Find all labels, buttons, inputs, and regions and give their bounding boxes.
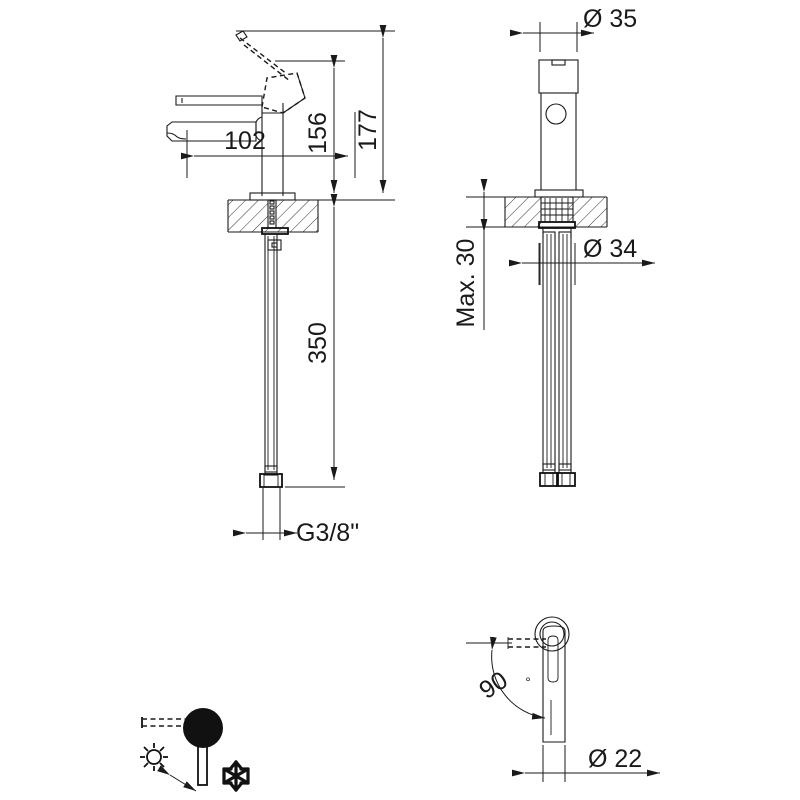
handle-cap-rings: [534, 616, 570, 652]
legend-lever-ghost: [141, 717, 190, 728]
flexible-supply-hose: [264, 233, 278, 476]
side-elevation-view: Ø 35 Ø 34 Max. 30: [452, 5, 655, 487]
dimension-label-102: 102: [224, 127, 266, 155]
snowflake-icon: [222, 760, 250, 792]
double-arrow-icon: [157, 765, 197, 792]
hose-end-connector: [259, 473, 283, 488]
side-supply-hoses: [538, 231, 576, 474]
faucet-spout: [166, 116, 263, 142]
lever-handle-icon: [183, 708, 223, 786]
dimension-spout-height: 156: [275, 55, 345, 201]
side-hose-connectors: [539, 472, 576, 487]
dimension-supply-thread: G3/8": [233, 488, 359, 547]
side-fixing-nut: [538, 196, 576, 238]
degree-symbol: °: [525, 674, 531, 690]
rotation-arc: 90 °: [466, 636, 546, 720]
deck-flange: [249, 192, 296, 201]
handle-hub: [261, 103, 284, 114]
side-deck-flange: [534, 189, 584, 198]
side-handle-cap: [538, 59, 579, 94]
side-body-column: [540, 93, 577, 190]
dimension-body-diameter: Ø 35: [510, 5, 637, 52]
dimension-handle-diameter: Ø 22: [512, 745, 660, 782]
dimension-label-g38: G3/8": [296, 519, 359, 547]
dimension-label-350: 350: [304, 322, 332, 364]
hot-cold-legend: [140, 708, 250, 792]
dimension-shank-diameter: Ø 34: [509, 235, 655, 285]
handle-raised-ghost: [235, 30, 306, 114]
dimension-label-max30: Max. 30: [452, 239, 480, 328]
handle-lever: [175, 95, 263, 106]
dimension-max-deck-thickness: Max. 30: [452, 179, 505, 330]
dimension-hose-length: 350: [285, 194, 345, 488]
lever-handle-body: [542, 625, 566, 743]
dimension-label-d22: Ø 22: [588, 745, 642, 773]
dimension-label-d35: Ø 35: [583, 5, 637, 33]
fixing-shank-assembly: [261, 199, 289, 251]
dimension-spout-reach: 102: [181, 112, 356, 178]
dimension-label-d34: Ø 34: [583, 235, 637, 263]
dimension-label-90: 90: [474, 666, 513, 705]
dimension-label-156: 156: [304, 112, 332, 154]
sun-icon: [140, 743, 168, 771]
handle-horizontal-ghost: [507, 637, 546, 649]
handle-rotation-detail: 90 ° Ø 22: [466, 616, 660, 782]
front-elevation-view: 177 156 102 350 G3/8": [166, 25, 395, 547]
dimension-label-177: 177: [354, 109, 382, 151]
